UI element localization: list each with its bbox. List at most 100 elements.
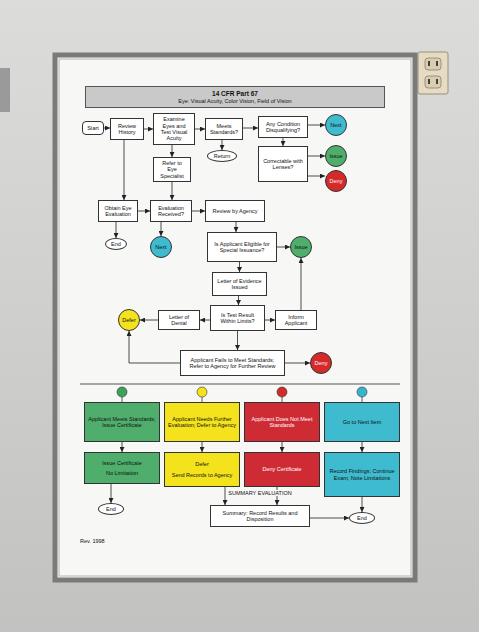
flow-arrow — [172, 182, 173, 200]
terminal-oval: End — [98, 503, 124, 515]
flow-arrow — [122, 442, 123, 452]
section-divider — [80, 384, 400, 385]
node-text: Meets Standards? — [209, 123, 239, 136]
node-text: Defer — [195, 461, 208, 467]
node-text: Evaluation Received? — [154, 205, 188, 218]
column-dot — [357, 387, 367, 397]
node-text: Defer — [122, 317, 135, 323]
node-text: Obtain Eye Evaluation — [102, 205, 134, 218]
frame-inner-edge — [59, 59, 411, 576]
node-text: Go to Next Item — [343, 419, 382, 425]
outcome-box: Go to Next Item — [324, 402, 400, 442]
disposition-circle: Next — [150, 236, 172, 258]
socket-slot — [428, 79, 430, 84]
process-box: Evaluation Received? — [150, 200, 192, 222]
process-box: Inform Applicant — [275, 310, 317, 330]
node-text: Next — [330, 122, 341, 128]
node-text: Applicant Does Not Meet Standards — [248, 416, 316, 429]
flow-arrow — [238, 296, 239, 305]
flow-arrow — [236, 222, 237, 232]
process-box: Review by Agency — [205, 200, 265, 222]
process-box: Applicant Fails to Meet Standards; Refer… — [180, 350, 285, 376]
flow-arrow — [124, 140, 125, 200]
process-box: Letter of Denial — [158, 310, 200, 330]
flow-arrow — [192, 211, 205, 212]
disposition-circle: Defer — [118, 309, 140, 331]
flow-arrow — [144, 129, 153, 130]
flow-arrow — [282, 442, 283, 452]
disposition-circle: Deny — [325, 170, 347, 192]
flow-arrow — [129, 331, 180, 363]
wall-object — [0, 68, 10, 112]
node-text: Any Condition Disqualifying? — [262, 121, 304, 134]
node-text: Is Test Result Within Limits? — [214, 312, 261, 325]
node-text: End — [357, 515, 367, 521]
flow-arrow — [265, 320, 275, 321]
process-box: Meets Standards? — [205, 118, 243, 140]
outcome-box: Applicant Does Not Meet Standards — [244, 402, 320, 442]
flow-arrow — [195, 129, 205, 130]
column-dot — [277, 387, 287, 397]
process-box: Review History — [110, 118, 144, 140]
node-text: Record Findings; Continue Exam; Note Lim… — [328, 468, 396, 481]
poster-frame — [55, 55, 415, 580]
flow-arrow — [301, 258, 302, 310]
node-subtext: No Limitation — [106, 470, 138, 476]
node-text: Issue — [329, 153, 342, 159]
flow-arrow — [283, 138, 284, 146]
process-box: Correctable with Lenses? — [258, 146, 308, 182]
disposition-circle: Issue — [325, 145, 347, 167]
node-text: Inform Applicant — [279, 314, 313, 327]
process-box: Is Test Result Within Limits? — [210, 305, 265, 331]
node-text: End — [111, 241, 121, 247]
flow-arrow — [308, 156, 325, 157]
disposition-circle: Next — [325, 114, 347, 136]
socket-slot — [428, 61, 430, 66]
flow-arrow — [308, 176, 325, 177]
outcome-box: Applicant Meets Standards; Issue Certifi… — [84, 402, 160, 442]
process-box: Any Condition Disqualifying? — [258, 116, 308, 138]
flow-arrow — [222, 140, 223, 150]
flow-arrow — [362, 442, 363, 452]
revision-note: Rev. 1998 — [80, 538, 105, 544]
terminal-oval: End — [105, 238, 127, 250]
flow-arrow — [310, 518, 349, 519]
flow-arrow — [239, 262, 240, 272]
outlet-socket — [425, 76, 441, 88]
disposition-circle: Deny — [310, 352, 332, 374]
node-text: Deny — [330, 178, 343, 184]
node-text: Letter of Evidence Issued — [216, 278, 263, 291]
node-text: Review by Agency — [213, 208, 258, 214]
start-terminal: Start — [82, 121, 104, 135]
flow-arrow — [285, 363, 310, 364]
node-text: Deny Certificate — [262, 466, 301, 472]
process-box: Refer to Eye Specialist — [153, 157, 191, 182]
outcome-box: Applicant Needs Further Evaluation; Defe… — [164, 402, 240, 442]
flow-arrow — [202, 442, 203, 452]
subtitle-text: Eye: Visual Acuity, Color Vision, Field … — [178, 98, 291, 104]
node-text: Return — [214, 153, 231, 159]
node-text: Summary: Record Results and Disposition — [214, 510, 306, 523]
socket-slot — [436, 61, 438, 66]
wall-outlet — [418, 52, 448, 94]
flow-arrow — [308, 125, 325, 126]
node-text: Applicant Needs Further Evaluation; Defe… — [168, 416, 236, 429]
column-dot — [117, 387, 127, 397]
node-text: End — [106, 506, 116, 512]
process-box: Letter of Evidence Issued — [212, 272, 267, 296]
node-text: Applicant Fails to Meet Standards; Refer… — [184, 357, 281, 370]
flow-arrow — [172, 145, 173, 157]
node-text: Issue Certificate — [102, 460, 141, 466]
node-text: Applicant Meets Standards; Issue Certifi… — [88, 416, 156, 429]
process-box: Obtain Eye Evaluation — [98, 200, 138, 222]
socket-slot — [436, 79, 438, 84]
node-text: Correctable with Lenses? — [262, 158, 304, 171]
node-subtext: Send Records to Agency — [172, 472, 233, 478]
flow-arrow — [161, 222, 162, 236]
flow-arrow — [277, 247, 290, 248]
disposition-circle: Issue — [290, 236, 312, 258]
outcome-box: Record Findings; Continue Exam; Note Lim… — [324, 452, 400, 497]
node-text: Start — [87, 125, 99, 131]
node-text: Letter of Denial — [162, 314, 196, 327]
